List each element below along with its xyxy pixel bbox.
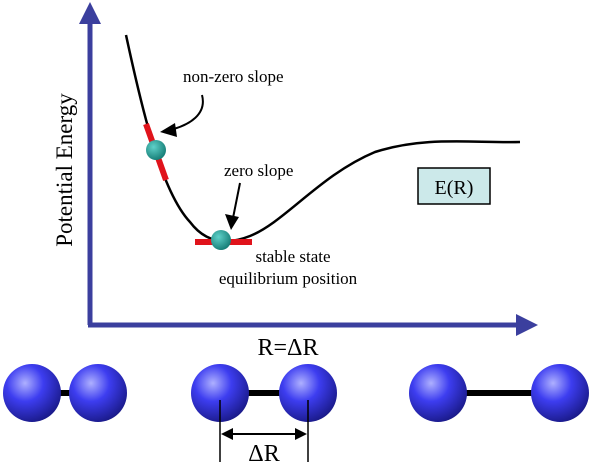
x-axis-arrowhead	[516, 314, 538, 336]
nonzero-slope-point	[146, 140, 166, 160]
axes	[79, 2, 538, 336]
atom	[69, 364, 127, 422]
atom	[531, 364, 589, 422]
energy-label: E(R)	[435, 177, 474, 199]
separation-label: ΔR	[248, 441, 279, 465]
atom	[3, 364, 61, 422]
nonzero-slope-label: non-zero slope	[183, 67, 284, 86]
stable-state-label: stable state	[255, 247, 330, 266]
molecule-stretched	[409, 364, 589, 422]
zero-slope-arrowhead	[225, 214, 239, 230]
potential-energy-curve	[124, 34, 521, 243]
dimension-arrow-right	[295, 428, 307, 440]
separation-dimension	[219, 400, 309, 462]
zero-slope-point	[211, 230, 231, 250]
x-axis-label: R=ΔR	[258, 335, 319, 361]
dimension-arrow-left	[221, 428, 233, 440]
atom	[409, 364, 467, 422]
zero-slope-pointer	[232, 182, 241, 219]
energy-label-box	[417, 167, 491, 205]
nonzero-slope-arrowhead	[160, 123, 177, 137]
molecule-compressed	[3, 364, 127, 422]
molecule-equilibrium	[191, 364, 337, 422]
y-axis-label: Potential Energy	[52, 93, 77, 247]
equilibrium-position-label: equilibrium position	[219, 269, 358, 288]
atom	[191, 364, 249, 422]
y-axis-arrowhead	[79, 2, 101, 24]
atom	[279, 364, 337, 422]
zero-slope-label: zero slope	[224, 161, 293, 180]
